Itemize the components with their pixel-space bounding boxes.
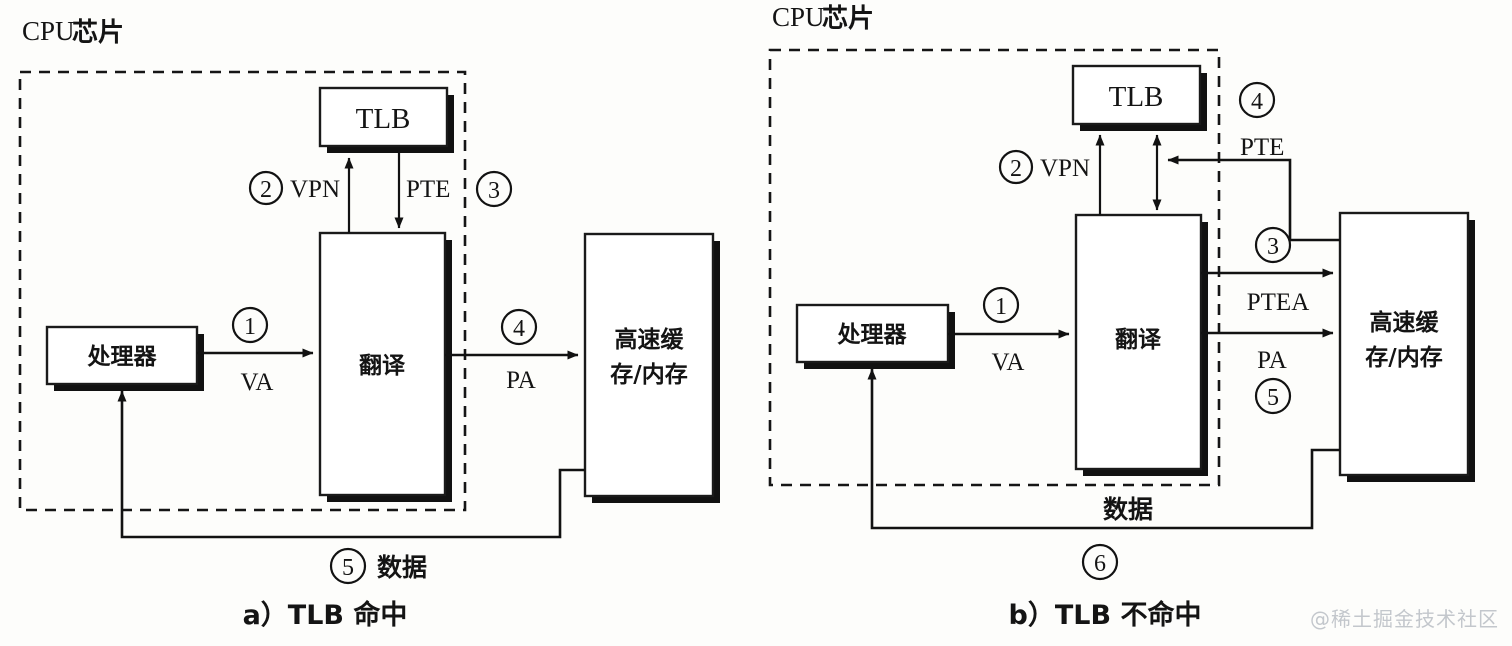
chip-label-cjk-b: 芯片 [822,4,874,34]
step-1-circle-a [231,306,269,344]
cache-box-label-line2-b: 存/内存 [1365,344,1442,371]
edge-data-b [867,368,1340,530]
cache-box-b [1338,211,1470,477]
panel-tlb-hit: CPU 芯片 TLB 翻译 处理器 高速缓 存/内存 1 VA 2 VPN [18,16,720,631]
step-5-circle-b [1254,377,1292,415]
chip-label-cjk-a: 芯片 [72,18,124,48]
edge-va-label-a: VA [241,369,274,396]
edge-vpn-label-b: VPN [1040,155,1090,182]
step-1-circle-b [982,286,1020,324]
step-3-circle-b [1254,226,1292,264]
step-5-number-b: 5 [1267,385,1279,411]
edge-va-label-b: VA [992,349,1025,376]
step-3-circle-a [475,170,513,208]
processor-box-label-b: 处理器 [837,322,908,348]
tlb-box-b [1071,64,1202,126]
step-3-number-b: 3 [1267,234,1279,260]
chip-label-en-a: CPU [22,16,75,46]
step-6-number-b: 6 [1094,551,1106,577]
edge-data-label-a: 数据 [377,553,427,582]
tlb-box-label-a: TLB [356,103,411,135]
cache-box-label-line2-a: 存/内存 [610,361,687,388]
step-6-circle-b [1081,543,1119,581]
step-4-number-a: 4 [513,316,525,342]
cache-box-label-line1-a: 高速缓 [615,326,685,353]
panel-tlb-miss: CPU 芯片 TLB 翻译 处理器 高速缓 存/内存 1 VA 2 VPN [768,2,1475,631]
step-5-number-a: 5 [342,555,354,581]
translate-box-label-a: 翻译 [359,353,406,379]
edge-vpn-label-a: VPN [290,176,340,203]
edge-pte-label-a: PTE [406,176,450,203]
processor-box-b [795,303,950,364]
edge-data-label-b: 数据 [1103,495,1153,524]
translate-box-b [1074,213,1203,471]
edge-pte-label-b: PTE [1240,134,1284,161]
step-1-number-a: 1 [244,314,256,340]
edge-pa-label-b: PA [1257,347,1287,374]
translate-box-a [318,231,447,497]
edge-pte-b [1167,155,1340,242]
cpu-chip-boundary-b [768,48,1221,487]
step-1-number-b: 1 [995,294,1007,320]
step-5-circle-a [329,547,367,585]
step-2-number-b: 2 [1010,156,1022,182]
step-3-number-a: 3 [488,178,500,204]
processor-box-a [45,325,199,386]
step-2-circle-a [248,170,284,206]
step-4-number-b: 4 [1251,89,1263,115]
cache-box-a [583,232,715,498]
cache-box-label-line1-b: 高速缓 [1370,309,1440,336]
processor-box-label-a: 处理器 [87,344,158,370]
step-2-circle-b [998,149,1034,185]
caption-b: b）TLB 不命中 [1009,599,1202,631]
tlb-box-label-b: TLB [1109,81,1164,113]
caption-a: a）TLB 命中 [243,599,408,631]
chip-label-en-b: CPU [772,2,825,32]
edge-data-a [117,390,585,539]
edge-pa-label-a: PA [506,367,536,394]
step-4-circle-b [1238,81,1276,119]
watermark: @稀土掘金技术社区 [1310,607,1499,631]
step-2-number-a: 2 [260,177,272,203]
translate-box-label-b: 翻译 [1115,327,1162,353]
step-4-circle-a [500,308,538,346]
tlb-box-a [318,86,449,148]
edge-ptea-label-b: PTEA [1247,289,1310,316]
cpu-chip-boundary-a [18,70,467,512]
